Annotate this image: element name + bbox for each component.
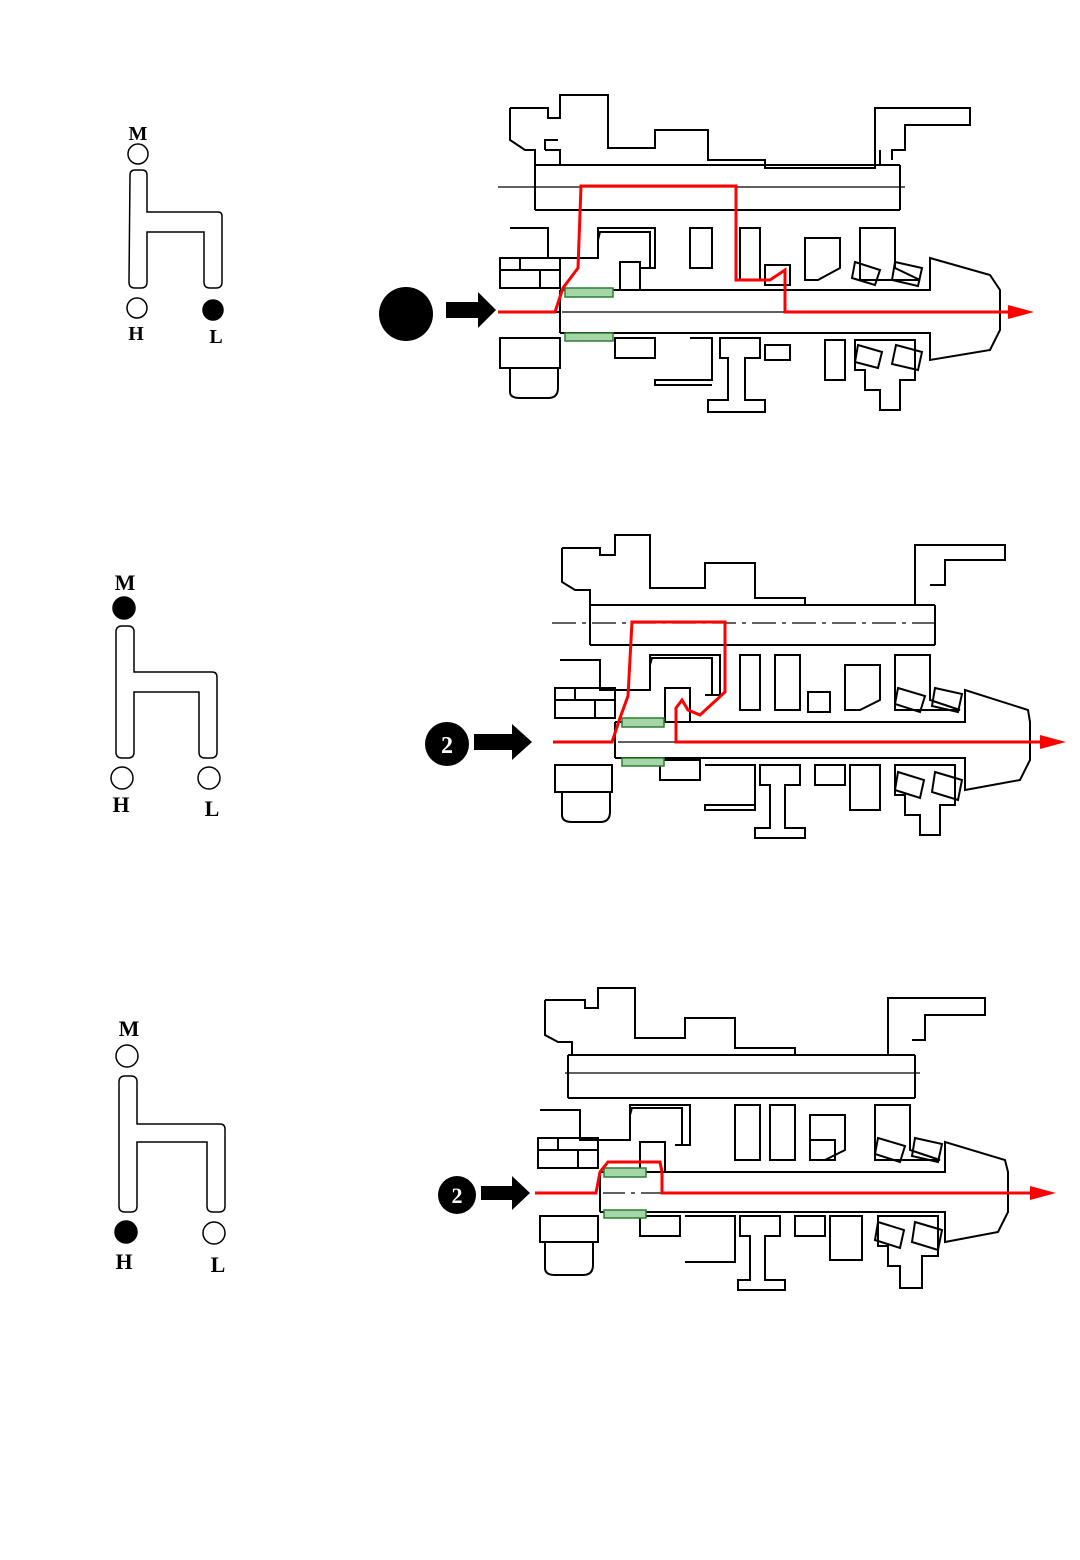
panel-low: M H L (0, 0, 1080, 460)
shift-label-l: L (211, 1252, 226, 1277)
shift-label-m: M (129, 123, 148, 145)
shift-gate (129, 170, 222, 288)
gearbox-section-high: 2 (430, 920, 1070, 1380)
shift-gate (116, 626, 217, 758)
shift-position-h (127, 298, 147, 318)
shift-pattern-diagram: M H L (0, 460, 260, 920)
input-arrow-icon (474, 724, 532, 760)
shift-position-m (128, 144, 148, 164)
shift-label-m: M (115, 570, 136, 595)
input-badge-number: 2 (441, 733, 453, 759)
output-arrow-icon (1030, 1186, 1056, 1200)
gearbox-section-low (370, 0, 1070, 460)
input-badge (379, 287, 433, 341)
shift-pattern-diagram: M H L (0, 0, 260, 460)
gearbox-section-medium: 2 (410, 460, 1070, 920)
shift-position-m (116, 1045, 138, 1067)
shift-position-l (198, 767, 220, 789)
output-arrow-icon (1040, 735, 1066, 749)
shift-position-h (111, 767, 133, 789)
bushing-lower (604, 1210, 646, 1218)
panel-high: M H L 2 (0, 920, 1080, 1380)
shift-label-l: L (205, 796, 220, 821)
output-arrow-icon (1008, 305, 1034, 319)
panel-medium: M H L 2 (0, 460, 1080, 920)
shift-gate (119, 1076, 225, 1212)
bushing-lower (565, 333, 613, 341)
shift-label-h: H (115, 1249, 132, 1274)
bushing (604, 1168, 646, 1177)
shift-pattern-diagram: M H L (0, 920, 260, 1380)
shift-position-l (203, 1222, 225, 1244)
shift-label-m: M (119, 1016, 140, 1041)
bushing-lower (622, 758, 664, 766)
transmission-housing (555, 535, 1030, 838)
shift-label-h: H (128, 323, 144, 345)
shift-label-h: H (112, 792, 129, 817)
transmission-housing (500, 95, 1000, 412)
shift-position-l-selected (203, 300, 223, 320)
input-arrow-icon (446, 292, 496, 328)
shift-position-m-selected (113, 597, 135, 619)
shift-position-h-selected (115, 1221, 137, 1243)
bushing (622, 718, 664, 727)
bushing (565, 288, 613, 297)
input-arrow-icon (481, 1176, 530, 1210)
shift-label-l: L (209, 326, 222, 348)
input-badge-number: 2 (452, 1183, 463, 1208)
transmission-housing (538, 988, 1008, 1290)
